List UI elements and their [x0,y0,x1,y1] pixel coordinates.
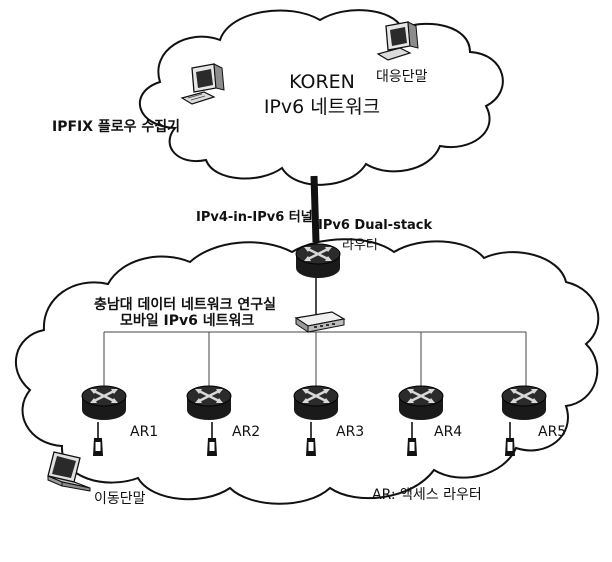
koren-title: KOREN IPv6 네트워크 [252,70,392,120]
router-icon [397,384,445,422]
laptop-icon [47,451,91,492]
mobile-terminal-label: 이동단말 [94,491,146,507]
router-icon [292,384,340,422]
tunnel-link [310,175,320,243]
switch-icon [294,311,346,333]
desktop-computer-icon [180,63,225,105]
koren-title-line2: IPv6 네트워크 [263,96,381,118]
ipfix-collector-label: IPFIX 플로우 수집기 [52,119,181,135]
router-icon [500,384,548,422]
router-label-ar5: AR5 [538,424,567,440]
dual-stack-label-line1: IPv6 Dual-stack [318,218,433,233]
legend-label: AR: 액세스 라우터 [372,487,482,503]
router-label-ar2: AR2 [232,424,261,440]
router-icon [80,384,128,422]
dual-stack-label-line2: 라우터 [342,238,378,253]
router-label-ar4: AR4 [434,424,463,440]
dual-stack-router-icon [294,242,342,280]
router-label-ar1: AR1 [130,424,159,440]
peer-terminal-label: 대응단말 [376,69,428,85]
lab-network-title-line2: 모바일 IPv6 네트워크 [120,313,255,329]
desktop-computer-icon [376,21,419,61]
koren-title-line1: KOREN [289,71,355,93]
router-icon [185,384,233,422]
koren-cloud [138,9,504,186]
tunnel-label: IPv4-in-IPv6 터널 [196,210,313,225]
lab-cloud [14,238,600,505]
lab-network-title-line1: 충남대 데이터 네트워크 연구실 [94,297,277,313]
router-label-ar3: AR3 [336,424,365,440]
